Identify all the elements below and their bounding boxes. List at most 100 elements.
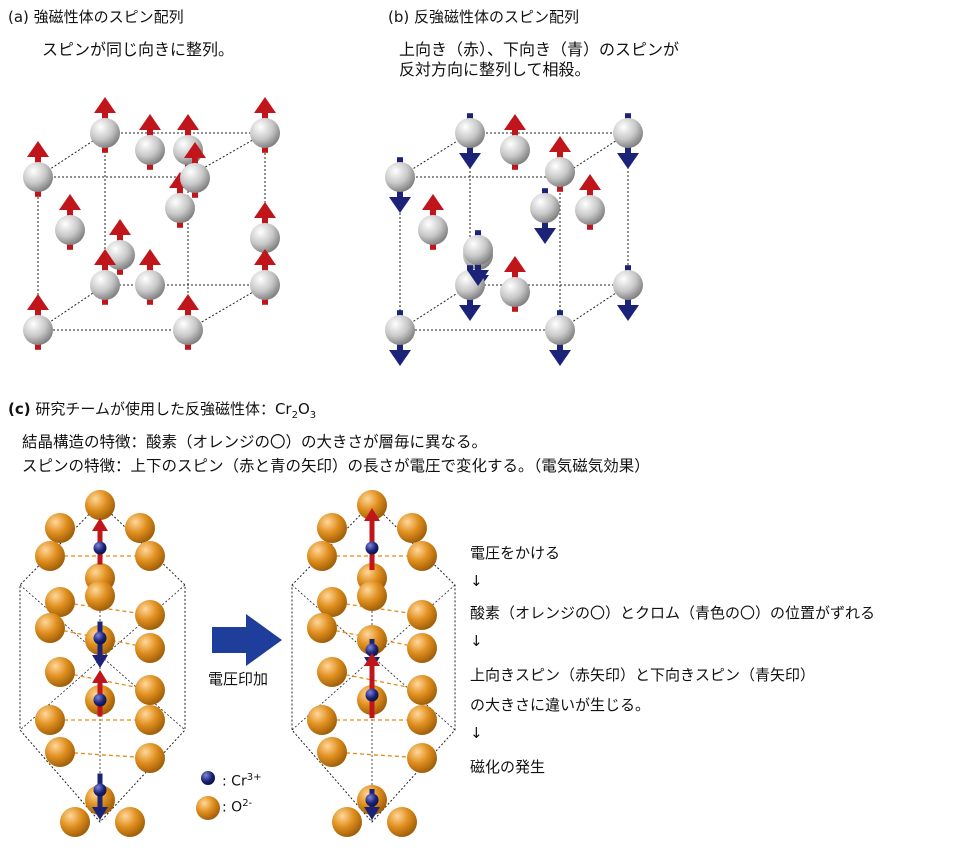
atom-sphere bbox=[165, 193, 195, 223]
flow-step-spin-line2: の大きさに違いが生じる。 bbox=[470, 696, 651, 714]
oxygen-ion bbox=[317, 737, 347, 767]
oxygen-ion bbox=[357, 581, 387, 611]
oxygen-ion bbox=[387, 807, 417, 837]
formula-sub-2: 2 bbox=[291, 410, 298, 421]
spin-site bbox=[23, 294, 53, 350]
spin-site bbox=[55, 194, 85, 250]
oxygen-ion bbox=[317, 657, 347, 687]
legend-o-label: : O2- bbox=[222, 798, 253, 816]
spin-head bbox=[109, 219, 131, 235]
oxygen-ion bbox=[357, 490, 387, 520]
spin-head bbox=[467, 270, 489, 286]
oxygen-ion bbox=[307, 705, 337, 735]
formula-sub-3: 3 bbox=[309, 410, 317, 421]
oxygen-ion bbox=[307, 541, 337, 571]
chromium-site bbox=[92, 670, 108, 717]
oxygen-ion bbox=[35, 541, 65, 571]
spin-head bbox=[94, 249, 116, 265]
oxygen-ion bbox=[45, 737, 75, 767]
spin-site bbox=[385, 157, 415, 213]
spin-site bbox=[250, 249, 280, 305]
flow-step-shift: 酸素（オレンジの〇）とクロム（青色の〇）の位置がずれる bbox=[470, 604, 876, 622]
spin-site bbox=[105, 219, 135, 275]
spin-site bbox=[90, 249, 120, 305]
spin-head bbox=[94, 97, 116, 113]
cr2o3-atoms-before bbox=[35, 490, 165, 837]
flow-arrow-3: ↓ bbox=[470, 724, 483, 742]
spin-head bbox=[422, 194, 444, 210]
atom-sphere bbox=[250, 118, 280, 148]
spin-site bbox=[530, 188, 560, 244]
spin-head bbox=[504, 114, 526, 130]
panel-b-description-line2: 反対方向に整列して相殺。 bbox=[399, 60, 591, 79]
spin-head bbox=[27, 294, 49, 310]
oxygen-ion bbox=[45, 513, 75, 543]
chromium-ion bbox=[365, 688, 379, 702]
oxygen-ion bbox=[35, 613, 65, 643]
spin-site bbox=[500, 256, 530, 312]
spin-site bbox=[173, 114, 203, 170]
panel-c-title: (c) 研究チームが使用した反強磁性体：Cr2O3 bbox=[8, 398, 316, 421]
spin-head bbox=[459, 153, 481, 169]
spin-head bbox=[579, 174, 601, 190]
spin-head bbox=[92, 670, 108, 683]
oxygen-ion bbox=[45, 657, 75, 687]
spin-site bbox=[463, 230, 493, 286]
atom-sphere bbox=[135, 270, 165, 300]
chromium-site bbox=[92, 518, 108, 565]
spin-head bbox=[617, 305, 639, 321]
atom-sphere bbox=[385, 162, 415, 192]
chromium-site bbox=[364, 789, 380, 820]
oxygen-ion bbox=[135, 743, 165, 773]
oxygen-ion bbox=[397, 513, 427, 543]
spin-head bbox=[92, 518, 108, 531]
oxygen-ion bbox=[407, 600, 437, 630]
spin-site bbox=[545, 310, 575, 366]
chromium-ion bbox=[365, 643, 379, 657]
crystal-feature-line: 結晶構造の特徴：酸素（オレンジの〇）の大きさが層毎に異なる。 bbox=[22, 433, 488, 451]
atom-sphere bbox=[250, 223, 280, 253]
oxygen-ion bbox=[307, 613, 337, 643]
atom-sphere bbox=[23, 315, 53, 345]
voltage-arrow bbox=[212, 614, 282, 666]
spin-head bbox=[549, 136, 571, 152]
legend-o-marker bbox=[196, 796, 220, 820]
panel-c-title-text: 研究チームが使用した反強磁性体：Cr bbox=[35, 400, 292, 418]
oxygen-ion bbox=[135, 705, 165, 735]
flow-step-magnetization: 磁化の発生 bbox=[470, 758, 546, 776]
chromium-ion bbox=[93, 693, 107, 707]
oxygen-ion bbox=[85, 581, 115, 611]
atom-sphere bbox=[418, 215, 448, 245]
spin-site bbox=[90, 97, 120, 153]
spin-site bbox=[250, 97, 280, 153]
spin-head bbox=[364, 508, 380, 521]
atom-sphere bbox=[90, 118, 120, 148]
antiferromagnet-atoms bbox=[385, 113, 643, 366]
spin-head bbox=[617, 153, 639, 169]
oxygen-ion bbox=[115, 807, 145, 837]
atom-sphere bbox=[500, 135, 530, 165]
atom-sphere bbox=[455, 118, 485, 148]
flow-step-spin-line1: 上向きスピン（赤矢印）と下向きスピン（青矢印） bbox=[470, 666, 816, 684]
spin-head bbox=[254, 202, 276, 218]
atom-sphere bbox=[385, 315, 415, 345]
spin-head bbox=[389, 350, 411, 366]
chromium-site bbox=[364, 508, 380, 570]
spin-head bbox=[27, 141, 49, 157]
flow-arrow-1: ↓ bbox=[470, 572, 483, 590]
panel-b-description-line1: 上向き（赤）、下向き（青）のスピンが bbox=[399, 40, 680, 59]
atom-sphere bbox=[250, 270, 280, 300]
spin-head bbox=[59, 194, 81, 210]
oxygen-ion bbox=[60, 807, 90, 837]
oxygen-ion bbox=[317, 587, 347, 617]
spin-head bbox=[534, 228, 556, 244]
chromium-ion bbox=[93, 783, 107, 797]
oxygen-ion bbox=[35, 705, 65, 735]
spin-site bbox=[173, 294, 203, 350]
spin-head bbox=[364, 653, 380, 666]
spin-head bbox=[254, 249, 276, 265]
spin-head bbox=[389, 197, 411, 213]
spin-head bbox=[504, 256, 526, 272]
oxygen-ion bbox=[407, 743, 437, 773]
